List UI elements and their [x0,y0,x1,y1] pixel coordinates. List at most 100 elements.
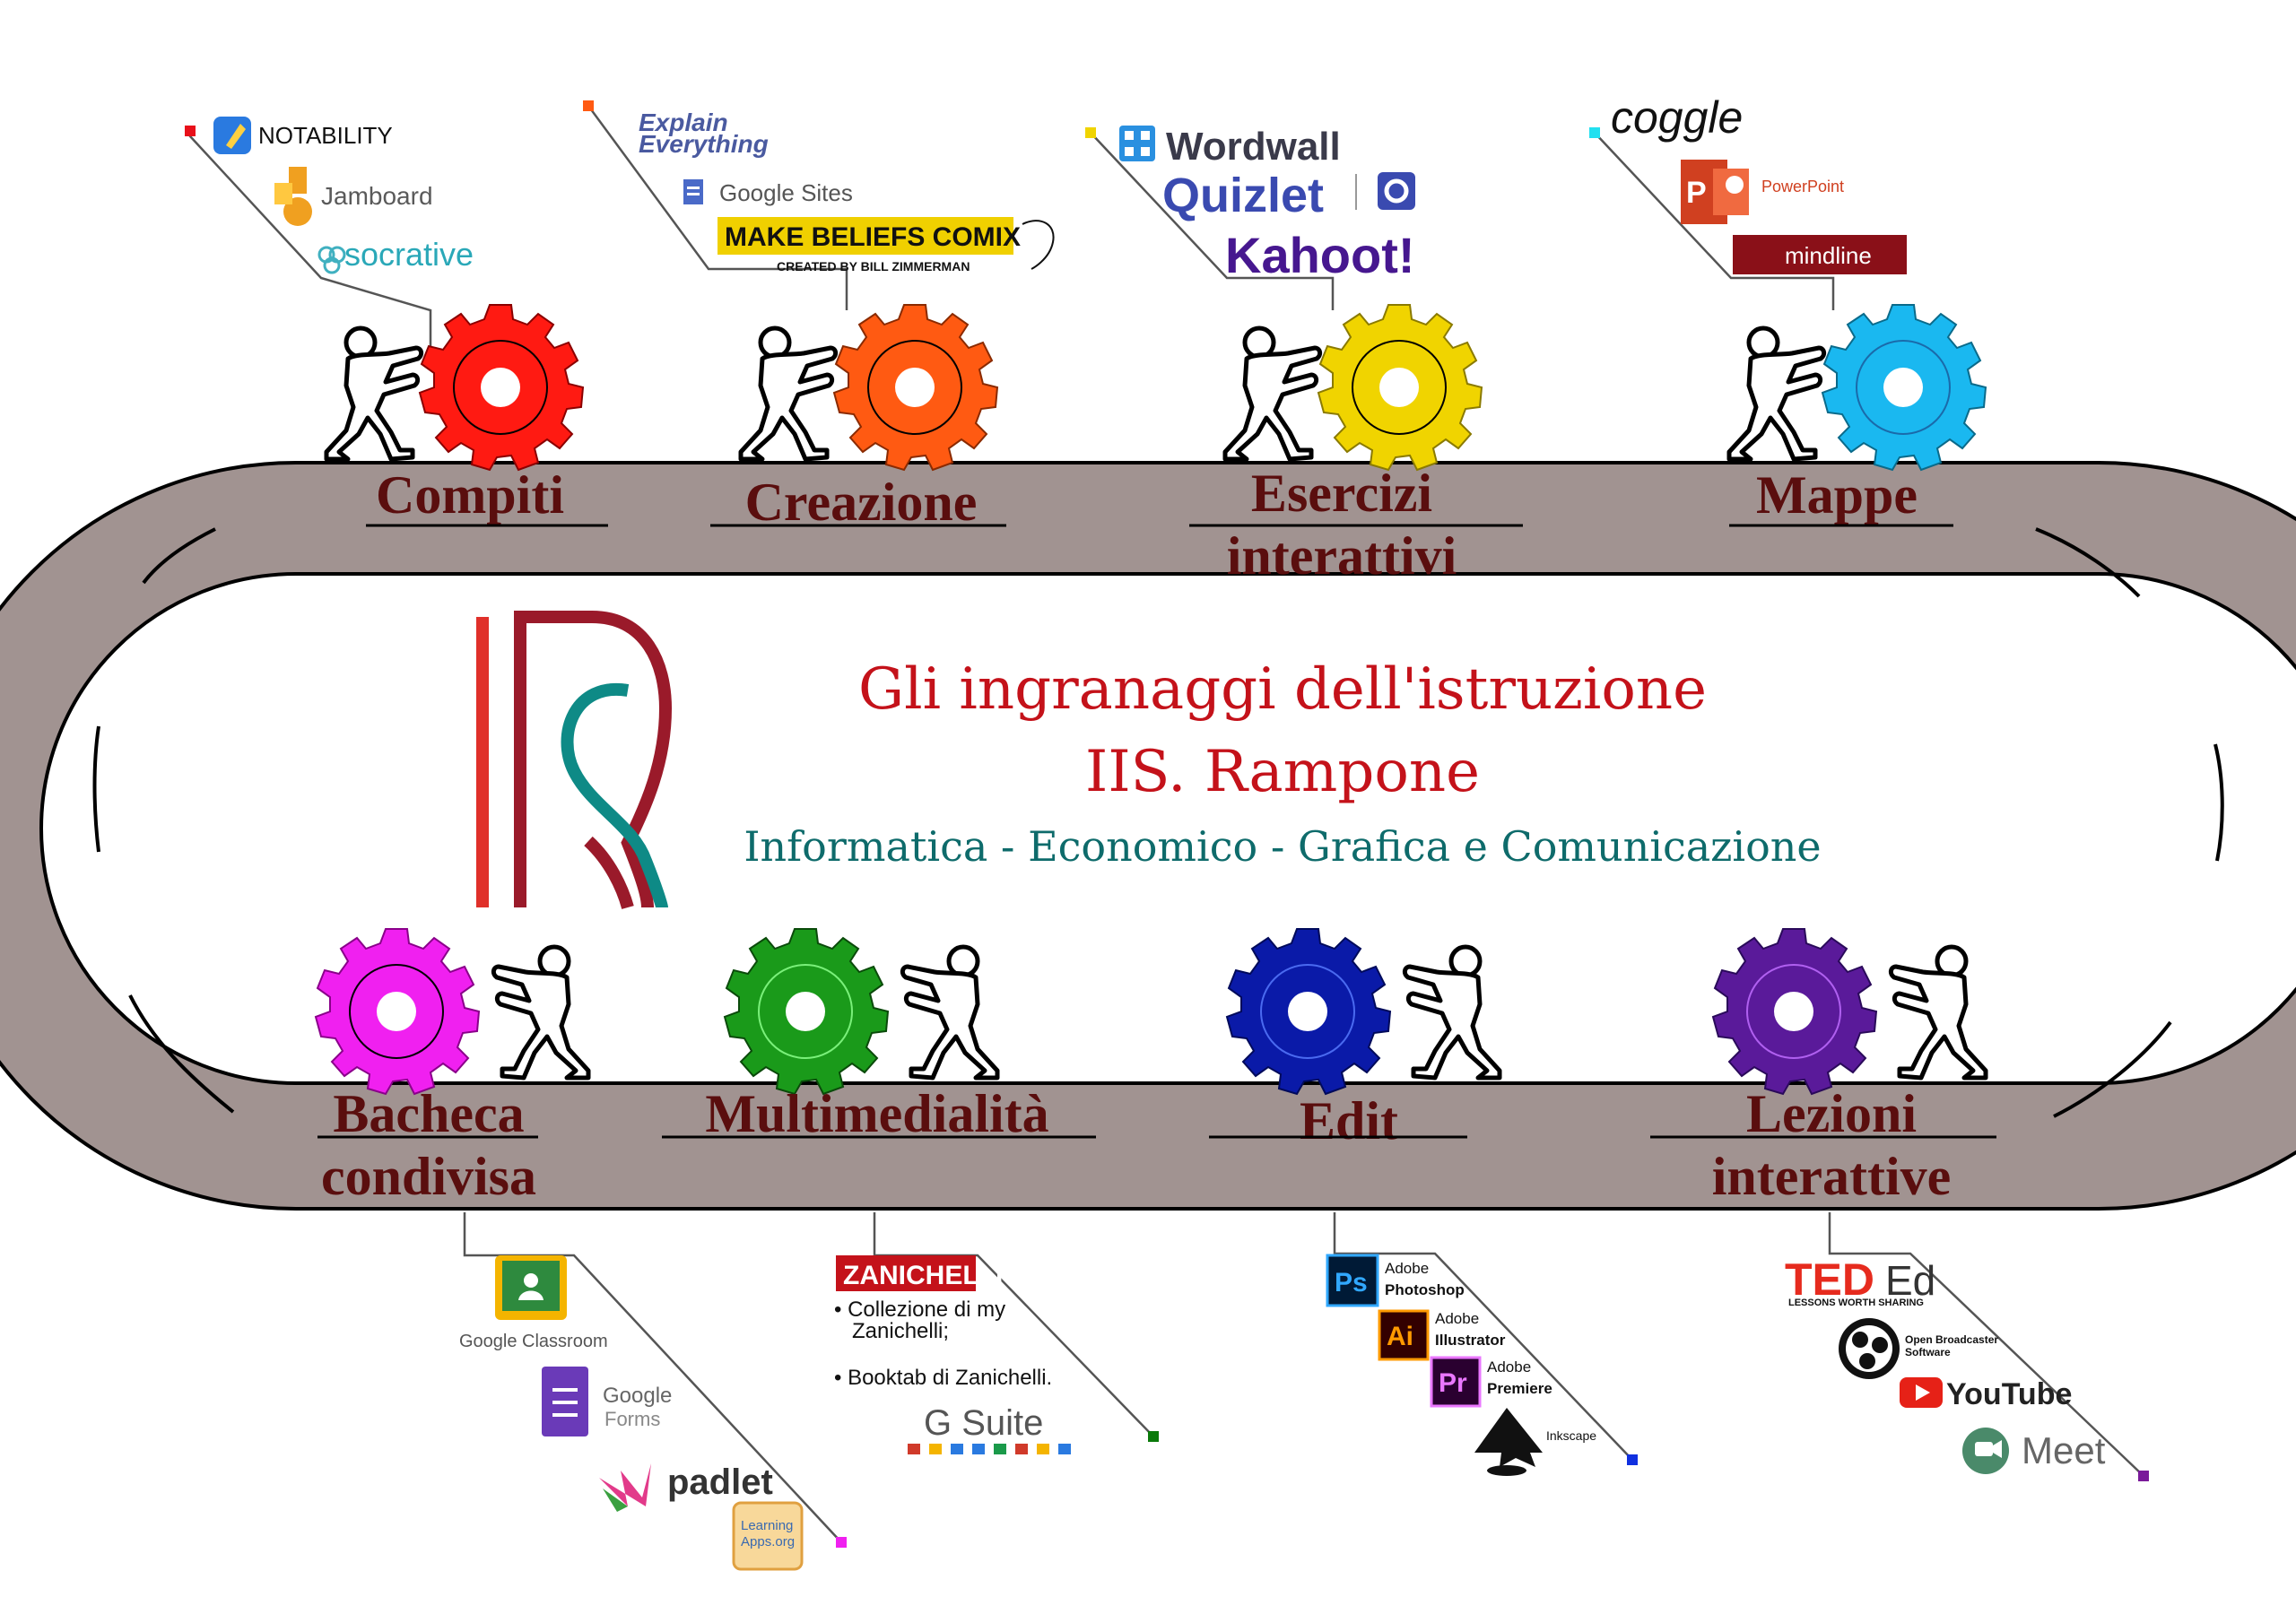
google-classroom-icon [495,1255,567,1320]
gear-icon [1712,928,1877,1095]
label-compiti: Compiti [376,465,564,525]
bird-icon [1022,220,1055,270]
category-labels: Compiti Creazione Esercizi interattivi M… [317,464,1996,1206]
tool-google-forms-1: Google [603,1384,672,1408]
tool-notability: NOTABILITY [258,122,393,149]
tool-google-classroom: Google Classroom [459,1332,608,1351]
wordwall-icon [1119,126,1155,161]
bullet-mappe [1589,127,1600,138]
tool-explain: Explain [639,108,728,136]
tool-meet: Meet [2022,1429,2106,1471]
gsuite-apps-icons [908,1444,1071,1454]
tool-youtube: YouTube [1946,1377,2072,1411]
bullet-creazione [583,100,594,111]
pusher-figure-icon [1729,328,1824,459]
tool-jamboard: Jamboard [321,182,433,210]
padlet-icon [599,1463,651,1512]
tool-padlet: padlet [667,1462,773,1502]
gear-icon [419,304,584,471]
tool-obs-2: Software [1905,1346,1951,1358]
tool-ai-1: Adobe [1435,1310,1479,1327]
bullet-multimedialita [1148,1431,1159,1442]
tool-ps-2: Photoshop [1385,1281,1465,1298]
svg-text:Ai: Ai [1387,1322,1413,1351]
gear-icon [1822,304,1987,471]
bullet-edit [1627,1454,1638,1465]
notability-icon [213,117,251,154]
makebeliefs-banner [718,217,1013,255]
bullet-esercizi [1085,127,1096,138]
title-line-1: Gli ingranaggi dell'istruzione [858,656,1707,723]
zanichelli-banner [836,1255,976,1291]
tool-makebeliefs-credit: CREATED BY BILL ZIMMERMAN [777,259,970,273]
tool-ted-tagline: LESSONS WORTH SHARING [1788,1298,1924,1308]
google-forms-icon [542,1367,588,1436]
bullet-lezioni [2138,1471,2149,1481]
svg-text:Ps: Ps [1335,1268,1368,1298]
tools-creazione: Explain Everything Google Sites MAKE BEL… [639,108,1055,273]
gear-icon [833,304,998,471]
label-bacheca-1: Bacheca [333,1084,524,1143]
youtube-icon [1900,1377,1943,1408]
track-lane-marks [92,527,2224,1118]
tool-gsuite: G Suite [924,1403,1043,1443]
tool-google-sites: Google Sites [719,179,853,206]
gear-icon [315,928,480,1095]
label-esercizi-1: Esercizi [1251,464,1432,523]
tools-edit: Ps Adobe Photoshop Ai Adobe Illustrator … [1326,1254,1596,1476]
meet-icon [1962,1428,2009,1474]
school-logo [476,611,673,909]
tool-zanichelli: ZANICHELLI [843,1261,1003,1290]
tool-pr-1: Adobe [1487,1358,1531,1376]
tool-powerpoint: PowerPoint [1761,178,1844,195]
tool-zan-2: Zanichelli; [852,1319,949,1343]
bullet-compiti [185,126,196,136]
inkscape-icon [1474,1408,1543,1476]
tool-pr-2: Premiere [1487,1380,1552,1397]
tool-zan-1: • Collezione di my [834,1298,1005,1322]
tools-mappe: coggle P PowerPoint mindline [1611,92,1907,274]
illustrator-icon: Ai [1378,1309,1430,1361]
svg-text:Pr: Pr [1439,1368,1467,1398]
tool-zan-3: • Booktab di Zanichelli. [834,1366,1052,1390]
tool-ted-ed: Ed [1885,1257,1935,1304]
tools-esercizi: Wordwall Quizlet Kahoot! [1119,125,1415,283]
tool-coggle: coggle [1611,92,1743,143]
tools-bacheca: Google Classroom Google Forms padlet Lea… [459,1255,804,1571]
tool-quizlet: Quizlet [1162,169,1324,222]
title-line-2: IIS. Rampone [1085,739,1480,805]
tool-inkscape: Inkscape [1546,1428,1596,1443]
tool-ted: TED [1785,1254,1874,1305]
label-lezioni-2: interattive [1712,1147,1952,1206]
tool-wordwall: Wordwall [1166,125,1341,169]
svg-text:P: P [1686,176,1707,210]
label-edit: Edit [1300,1091,1398,1150]
pusher-figure-icon [1225,328,1320,459]
label-mappe: Mappe [1756,465,1918,525]
tool-makebeliefs: MAKE BELIEFS COMIX [725,222,1021,252]
photoshop-icon: Ps [1326,1254,1379,1307]
tool-learningapps-2: Apps.org [741,1534,795,1549]
tools-multimedialita: ZANICHELLI • Collezione di my Zanichelli… [834,1255,1071,1454]
gear-icon [724,928,889,1095]
tool-ai-2: Illustrator [1435,1332,1506,1349]
gear-icon [1318,304,1483,471]
label-multimedialita: Multimedialità [705,1084,1048,1143]
mindline-banner [1733,235,1907,274]
tool-learningapps-1: Learning [741,1518,793,1533]
premiere-icon: Pr [1430,1356,1482,1408]
pusher-figure-icon [741,328,836,459]
tools-compiti: NOTABILITY Jamboard socrative [213,117,474,274]
title-line-3: Informatica - Economico - Grafica e Comu… [744,822,1821,871]
tool-socrative: socrative [344,236,474,273]
tool-ps-1: Adobe [1385,1260,1429,1277]
label-lezioni-1: Lezioni [1746,1084,1917,1143]
google-sites-icon [683,179,703,204]
quizlet-icon [1378,172,1415,210]
obs-icon [1839,1318,1900,1379]
pusher-figure-icon [326,328,422,459]
powerpoint-icon: P [1681,160,1749,224]
label-creazione: Creazione [745,473,978,532]
tool-mindline: mindline [1785,242,1872,269]
